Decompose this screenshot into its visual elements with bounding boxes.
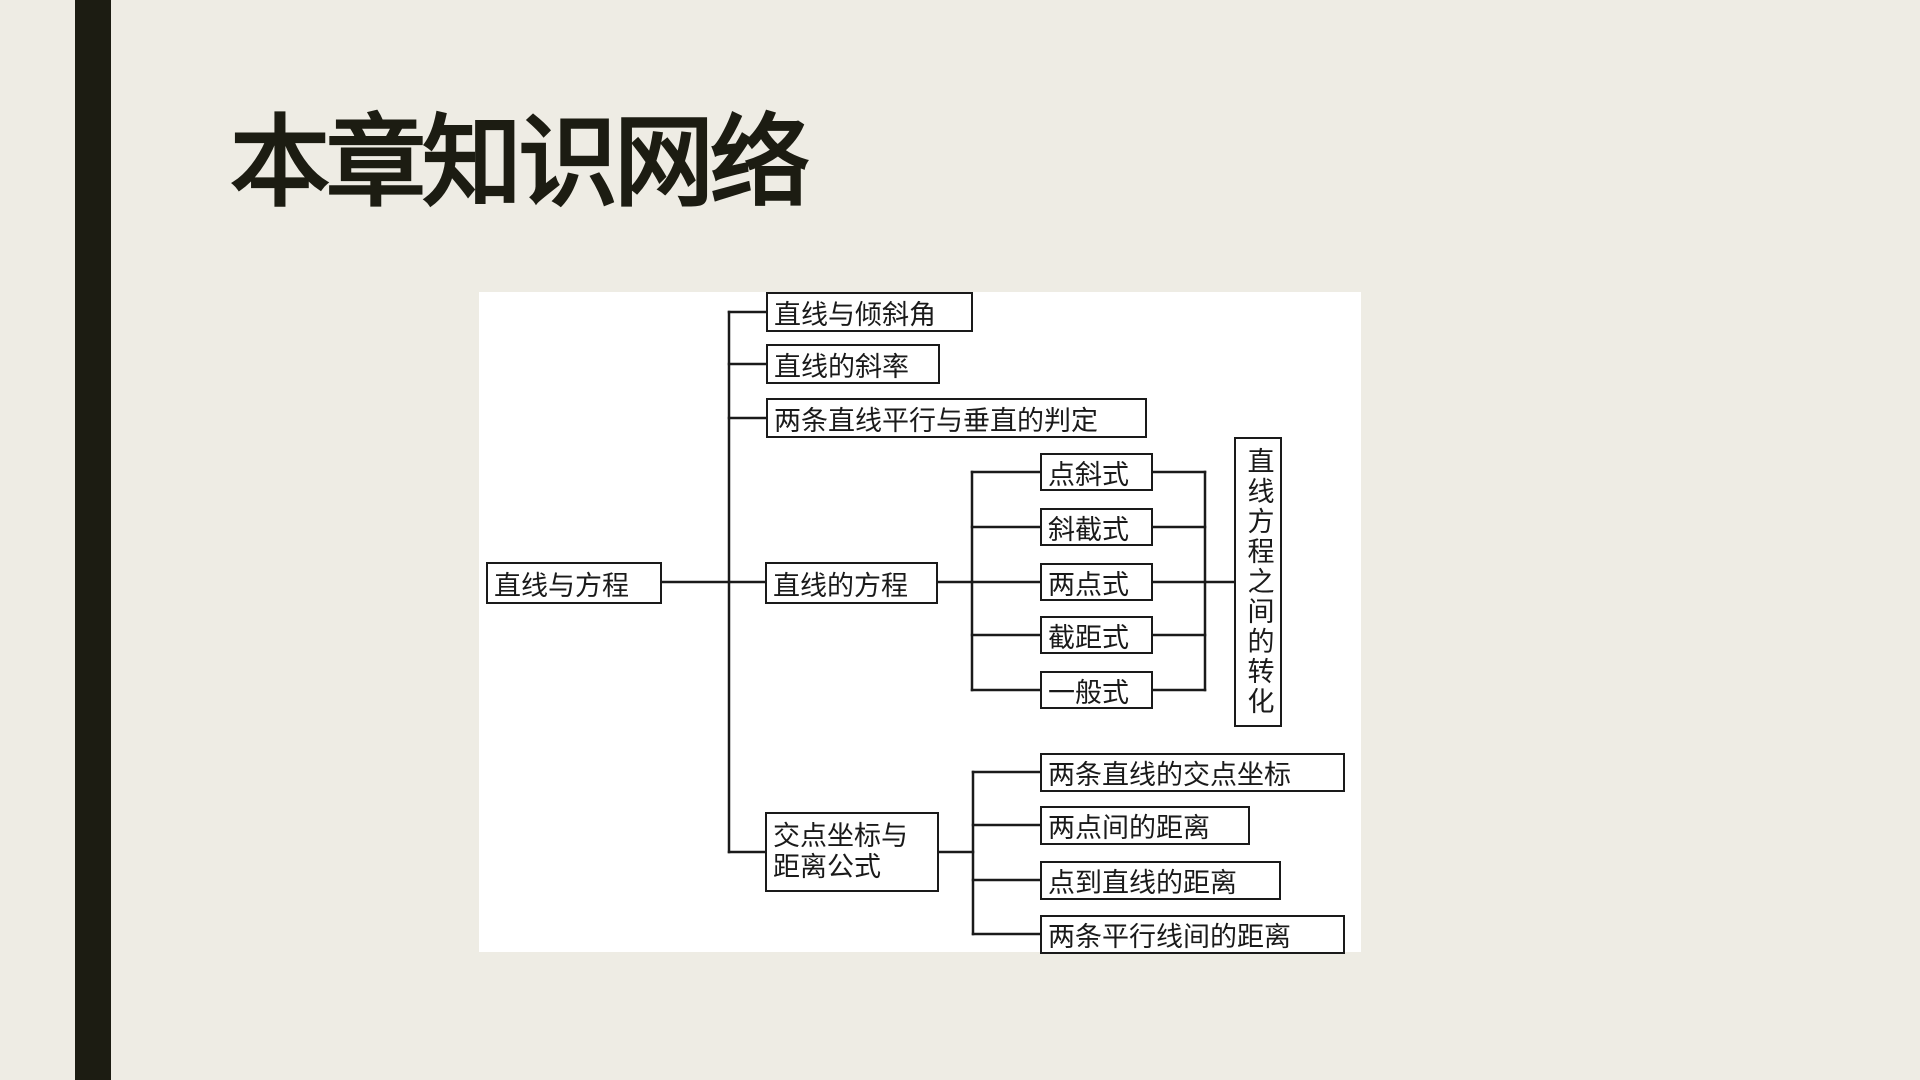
node-intersection-coordinates: 两条直线的交点坐标 <box>1040 753 1345 792</box>
node-parallel-perpendicular-label: 两条直线平行与垂直的判定 <box>774 405 1098 437</box>
node-form-slope-intercept-label: 斜截式 <box>1048 514 1129 546</box>
node-slope: 直线的斜率 <box>766 344 940 384</box>
left-accent-bar <box>75 0 111 1080</box>
node-form-intercept-label: 截距式 <box>1048 622 1129 654</box>
node-line-equation: 直线的方程 <box>765 562 938 604</box>
node-parallel-lines-distance: 两条平行线间的距离 <box>1040 915 1345 954</box>
node-parallel-lines-distance-label: 两条平行线间的距离 <box>1048 922 1291 953</box>
node-parallel-perpendicular: 两条直线平行与垂直的判定 <box>766 398 1147 438</box>
node-line-equation-label: 直线的方程 <box>773 570 908 602</box>
node-two-point-distance: 两点间的距离 <box>1040 806 1250 845</box>
node-form-two-point-label: 两点式 <box>1048 569 1129 601</box>
node-conversion-label: 直线方程之间的转化 <box>1242 447 1274 717</box>
node-intersection-coordinates-label: 两条直线的交点坐标 <box>1048 760 1291 791</box>
node-form-point-slope: 点斜式 <box>1040 453 1153 491</box>
node-conversion: 直线方程之间的转化 <box>1234 437 1282 727</box>
node-form-general: 一般式 <box>1040 671 1153 709</box>
node-form-general-label: 一般式 <box>1048 677 1129 709</box>
node-two-point-distance-label: 两点间的距离 <box>1048 813 1210 844</box>
connector-lines <box>659 310 1237 936</box>
page-title: 本章知识网络 <box>230 104 810 221</box>
knowledge-network-diagram: 直线与方程 直线与倾斜角 直线的斜率 两条直线平行与垂直的判定 直线的方程 交点… <box>479 292 1361 954</box>
node-form-point-slope-label: 点斜式 <box>1048 459 1129 491</box>
node-form-intercept: 截距式 <box>1040 616 1153 654</box>
node-inclination: 直线与倾斜角 <box>766 292 973 332</box>
node-form-two-point: 两点式 <box>1040 563 1153 601</box>
node-root-label: 直线与方程 <box>494 570 629 602</box>
node-root: 直线与方程 <box>486 562 662 604</box>
node-intersection-distance: 交点坐标与距离公式 <box>765 812 939 892</box>
node-point-line-distance-label: 点到直线的距离 <box>1048 868 1237 899</box>
node-form-slope-intercept: 斜截式 <box>1040 508 1153 546</box>
node-slope-label: 直线的斜率 <box>774 351 909 383</box>
node-intersection-distance-label: 交点坐标与距离公式 <box>773 821 908 883</box>
node-inclination-label: 直线与倾斜角 <box>774 299 936 331</box>
node-point-line-distance: 点到直线的距离 <box>1040 861 1281 900</box>
